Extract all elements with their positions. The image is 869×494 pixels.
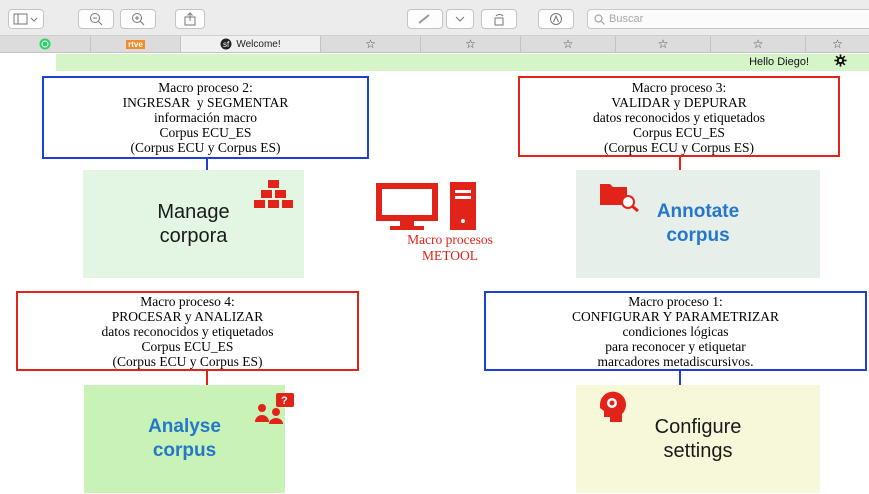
process-box-4: Macro proceso 4: PROCESAR y ANALIZAR dat… [16,291,359,371]
process-box-1: Macro proceso 1: CONFIGURAR Y PARAMETRIZ… [484,291,867,371]
box-line: Corpus ECU_ES [159,125,252,140]
zoom-in-icon [132,13,145,26]
markup-icon [550,13,562,25]
box-line: (Corpus ECU y Corpus ES) [130,140,281,155]
card-label: Configure [654,416,742,438]
card-label: Manage [157,201,230,223]
card-label: corpora [159,225,228,247]
box-line: datos reconocidos y etiquetados [592,110,766,125]
zoom-out-button[interactable] [78,9,114,29]
tab-bar: rtve sf Welcome! ☆ ☆ ☆ ☆ ☆ ☆ [0,36,869,53]
annotate-pen-button[interactable] [407,9,443,29]
tab-favorite-4[interactable]: ☆ [615,36,710,52]
box-line: datos reconocidos y etiquetados [101,324,274,339]
rtve-logo: rtve [126,39,145,49]
chevron-down-icon [455,16,465,22]
svg-text:?: ? [281,395,288,407]
share-button[interactable] [175,9,205,29]
analyse-corpus-card[interactable]: Analyse corpus [84,385,285,493]
tab-whatsapp[interactable] [0,36,90,52]
box-line: Macro proceso 4: [140,294,235,309]
star-icon: ☆ [657,37,669,51]
card-label: Analyse [148,416,221,437]
boxes-stack-icon [254,180,293,208]
box-line: Macro proceso 3: [631,80,727,95]
center-line: METOOL [422,248,478,263]
user-greeting[interactable]: Hello Diego! [749,56,809,68]
share-icon [184,12,196,26]
star-icon: ☆ [562,37,574,51]
card-label: Annotate [656,201,740,222]
box-line: CONFIGURAR Y PARAMETRIZAR [571,309,780,324]
tab-rtve[interactable]: rtve [90,36,180,52]
search-input[interactable]: Buscar [587,9,869,29]
search-icon [594,14,605,25]
box-line: condiciones lógicas [622,324,729,339]
browser-toolbar: Buscar [0,0,869,36]
card-label: settings [663,440,733,462]
folder-search-icon [600,184,639,212]
manage-corpora-card[interactable]: Manage corpora [83,170,304,278]
tab-welcome[interactable]: sf Welcome! [180,36,320,52]
box-line: INGRESAR y SEGMENTAR [122,95,289,110]
svg-text:sf: sf [223,40,230,49]
pen-menu-button[interactable] [446,9,474,29]
box-line: Macro proceso 2: [158,80,253,95]
box-line: para reconocer y etiquetar [605,339,746,354]
rotate-icon [494,13,504,26]
tab-favorite-2[interactable]: ☆ [420,36,520,52]
card-label: corpus [666,225,730,246]
sidebar-icon [13,13,38,25]
box-line: Macro proceso 1: [628,294,723,309]
computer-icon [376,182,476,230]
process-box-3: Macro proceso 3: VALIDAR y DEPURAR datos… [518,76,840,157]
box-line: información macro [153,110,258,125]
tab-favorite-3[interactable]: ☆ [520,36,615,52]
box-line: marcadores metadiscursivos. [597,354,754,369]
head-gear-icon [599,391,626,422]
pen-icon [418,14,430,24]
center-label: Macro procesos METOOL [355,232,545,264]
user-bar: Hello Diego! [56,54,869,71]
process-box-2: Macro proceso 2: INGRESAR y SEGMENTAR in… [42,76,369,159]
tab-favorite-6[interactable]: ☆ [805,36,869,52]
star-icon: ☆ [752,37,764,51]
whatsapp-icon [39,38,51,50]
search-placeholder: Buscar [609,13,644,25]
site-favicon-icon: sf [220,38,232,50]
box-line: VALIDAR y DEPURAR [611,95,747,110]
tab-welcome-label: Welcome! [236,38,281,50]
center-line: Macro procesos [407,232,493,247]
users-question-icon: ? [255,393,294,424]
sidebar-toggle-button[interactable] [8,9,44,29]
zoom-out-icon [90,13,103,26]
rotate-button[interactable] [481,9,517,29]
markup-button[interactable] [538,9,574,29]
tab-favorite-1[interactable]: ☆ [320,36,420,52]
zoom-in-button[interactable] [120,9,156,29]
box-line: Corpus ECU_ES [141,339,234,354]
card-label: corpus [152,440,217,461]
box-line: (Corpus ECU y Corpus ES) [603,140,754,155]
box-line: PROCESAR y ANALIZAR [111,309,264,324]
star-icon: ☆ [832,37,843,51]
star-icon: ☆ [465,37,476,51]
gear-icon[interactable] [834,54,847,70]
box-line: Corpus ECU_ES [633,125,725,140]
star-icon: ☆ [365,37,376,51]
tab-favorite-5[interactable]: ☆ [710,36,805,52]
box-line: (Corpus ECU y Corpus ES) [112,354,263,369]
